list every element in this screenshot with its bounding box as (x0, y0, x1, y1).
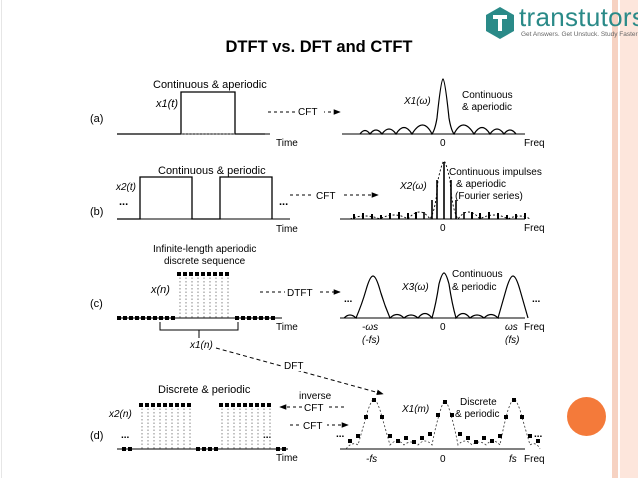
panel-b-freq-label: Freq (524, 223, 545, 234)
panel-a-time-signal (117, 91, 265, 135)
panel-d-spectrum-desc-1: Discrete (460, 397, 497, 408)
panel-d-inverse-label: inverse (299, 391, 332, 402)
panel-a-freq-label: Freq (524, 138, 545, 149)
panel-a-time-label: Time (276, 138, 298, 149)
logo-mark-icon (486, 7, 514, 39)
panel-b-cft-label: CFT (316, 191, 335, 202)
panel-d-label: (d) (90, 430, 103, 442)
panel-b-signal-label: x2(t) (115, 182, 136, 193)
panel-c-heading-2: discrete sequence (164, 256, 246, 267)
panel-d-origin: 0 (440, 454, 446, 465)
panel-d-sample-dots-top (139, 403, 271, 407)
panel-c-spectrum-desc-2: & periodic (452, 282, 496, 293)
panel-a-spectrum-desc-1: Continuous (462, 90, 513, 101)
panel-b-spectrum-desc-1: Continuous impulses (449, 167, 542, 178)
panel-c-freq-label: Freq (524, 322, 545, 333)
dft-label: DFT (284, 361, 303, 372)
panel-c-time-label: Time (276, 322, 298, 333)
panel-a-heading: Continuous & aperiodic (153, 79, 267, 91)
panel-d-sample-dots-axis (122, 447, 286, 451)
panel-c-tick-f: (fs) (505, 335, 519, 346)
page-title: DTFT vs. DFT and CTFT (225, 38, 413, 56)
panel-a-label: (a) (90, 113, 103, 125)
panel-d-ellipsis-left: ... (121, 430, 130, 441)
panel-c-spectrum-desc-1: Continuous (452, 269, 503, 280)
panel-c-periodic-spectrum (343, 272, 529, 320)
panel-b-ellipsis-right: ... (279, 196, 288, 208)
panel-a-sinc-spectrum (359, 78, 517, 136)
panel-d-dotted-stems (141, 405, 271, 449)
panel-b-impulse-lines (423, 162, 465, 219)
panel-d-tick-neg-f: -fs (366, 454, 377, 465)
panel-c-label: (c) (90, 298, 103, 310)
panel-d-tick-f: fs (509, 454, 517, 465)
panel-b-heading: Continuous & periodic (158, 165, 266, 177)
right-decorative-stripe (612, 0, 638, 478)
panel-c-origin: 0 (440, 322, 446, 333)
panel-c-tick-neg-omega: -ωs (362, 322, 378, 333)
panel-a-origin: 0 (440, 138, 446, 149)
panel-c-ellipsis-left: ... (344, 294, 353, 305)
left-border-line (1, 0, 2, 478)
fourier-transform-diagram: (a) Continuous & aperiodic x1(t) Time CF… (90, 78, 545, 465)
panel-d-spectrum-desc-2: & periodic (455, 409, 499, 420)
panel-a-signal-label: x1(t) (155, 98, 178, 110)
panel-b-label: (b) (90, 206, 103, 218)
panel-d-time-label: Time (276, 453, 298, 464)
panel-d-freq-label: Freq (524, 454, 545, 465)
panel-a-cft-label: CFT (298, 107, 317, 118)
panel-a-spectrum-desc-2: & aperiodic (462, 102, 512, 113)
panel-b-impulse-dots (353, 212, 526, 219)
panel-d-ellipsis-right: ... (263, 430, 272, 441)
panel-b-ellipsis-left: ... (119, 196, 128, 208)
panel-c-tick-omega: ωs (505, 322, 518, 333)
panel-c-sample-dots-axis (117, 316, 275, 320)
panel-c-signal-label: x(n) (150, 284, 170, 296)
panel-b-spectrum-desc-2: & aperiodic (456, 179, 506, 190)
panel-d-heading: Discrete & periodic (158, 384, 251, 396)
panel-d-freq-ellipsis-left: ... (336, 429, 345, 440)
panel-c-ellipsis-right: ... (532, 294, 541, 305)
panel-b-time-signal (117, 176, 273, 220)
transtutors-logo[interactable]: transtutors Get Answers. Get Unstuck. St… (483, 2, 638, 44)
panel-c-sample-dots-top (177, 272, 229, 276)
panel-c-window-bracket (159, 322, 239, 338)
panel-b-time-label: Time (276, 224, 298, 235)
panel-a-spectrum-label: X1(ω) (403, 96, 431, 107)
panel-d-spectrum-envelope (345, 398, 541, 450)
panel-b-spectrum-desc-3: (Fourier series) (455, 191, 523, 202)
panel-c-heading-1: Infinite-length aperiodic (153, 244, 256, 255)
panel-c-dotted-stems (179, 274, 229, 318)
accent-circle (567, 397, 606, 436)
panel-d-freq-ellipsis-right: ... (534, 429, 543, 440)
panel-c-dtft-label: DTFT (287, 288, 313, 299)
panel-b-origin: 0 (440, 223, 446, 234)
panel-d-signal-label: x2(n) (108, 409, 132, 420)
logo-wordmark: transtutors (519, 2, 638, 32)
panel-d-spectrum-label: X1(m) (401, 404, 429, 415)
panel-d-cft-label: CFT (303, 421, 322, 432)
panel-c-window-label: x1(n) (189, 340, 213, 351)
panel-d-inverse-cft-label: CFT (304, 403, 323, 414)
panel-c-spectrum-label: X3(ω) (401, 282, 429, 293)
logo-tagline: Get Answers. Get Unstuck. Study Faster (521, 31, 638, 38)
panel-b-spectrum-label: X2(ω) (399, 181, 427, 192)
panel-c-tick-neg-f: (-fs) (362, 335, 380, 346)
panel-d-spectrum-samples (348, 398, 540, 444)
